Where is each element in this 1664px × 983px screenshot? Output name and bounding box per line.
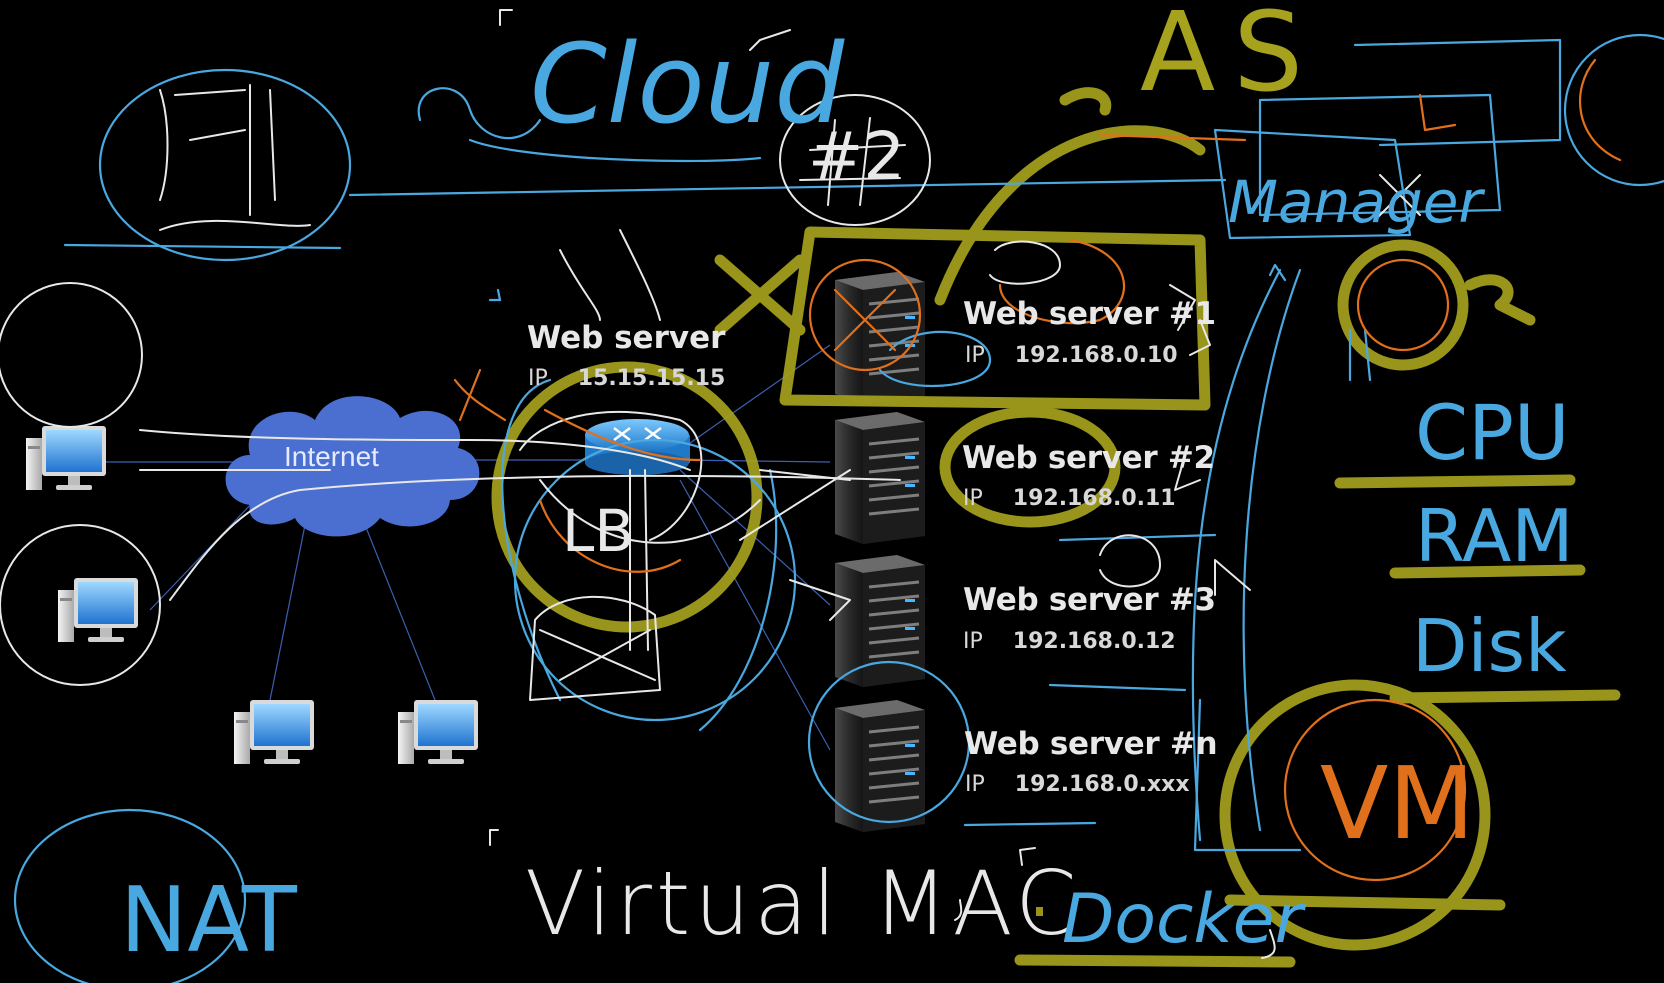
- lb-annotation: LB: [562, 497, 635, 565]
- client-pc-3: [234, 700, 314, 764]
- server-1-ip-key: IP: [965, 343, 985, 368]
- lb-server-title: Web server: [527, 320, 726, 356]
- orange-annotations: [453, 58, 1622, 882]
- server-n-ip-key: IP: [965, 772, 985, 797]
- server-2-ip-key: IP: [963, 486, 983, 511]
- server-3-ip-value: 192.168.0.12: [1012, 629, 1176, 654]
- internet-label: Internet: [284, 441, 379, 472]
- virtual-mac-annotation: Virtual MAC: [525, 852, 1081, 955]
- server-3-title: Web server #3: [963, 582, 1216, 618]
- cloud-annotation: Cloud: [530, 20, 845, 148]
- server-1-ip-value: 192.168.0.10: [1014, 343, 1178, 368]
- lb-ip-key: IP: [528, 366, 548, 391]
- hash2-annotation: #2: [808, 118, 906, 195]
- docker-annotation: Docker: [1062, 880, 1303, 959]
- server-2-ip-row: IP 192.168.0.11: [963, 486, 1176, 511]
- vm-annotation: VM: [1320, 745, 1475, 862]
- white-annotations: [0, 9, 1421, 959]
- client-pc-2: [58, 578, 138, 642]
- nat-annotation: NAT: [120, 868, 297, 973]
- server-2-ip-value: 192.168.0.11: [1012, 486, 1176, 511]
- manager-annotation: Manager: [1228, 168, 1483, 236]
- blue-annotations: [13, 33, 1664, 983]
- ram-annotation: RAM: [1415, 494, 1574, 578]
- network-links: [105, 344, 831, 751]
- server-1-ip-row: IP 192.168.0.10: [965, 343, 1178, 368]
- server-n-ip-row: IP 192.168.0.xxx: [965, 772, 1190, 797]
- server-n-ip-value: 192.168.0.xxx: [1014, 772, 1190, 797]
- client-pc-4: [398, 700, 478, 764]
- internet-cloud: [225, 396, 480, 537]
- disk-annotation: Disk: [1412, 604, 1567, 688]
- lb-ip-value: 15.15.15.15: [577, 366, 726, 391]
- server-1-title: Web server #1: [963, 296, 1216, 332]
- server-3-ip-key: IP: [963, 629, 983, 654]
- server-n-title: Web server #n: [964, 726, 1218, 762]
- lb-server-ip-row: IP 15.15.15.15: [528, 366, 725, 391]
- server-icon-3: [833, 553, 927, 689]
- as-annotation: AS: [1140, 0, 1322, 116]
- server-3-ip-row: IP 192.168.0.12: [963, 629, 1176, 654]
- server-2-title: Web server #2: [962, 440, 1215, 476]
- cpu-annotation: CPU: [1415, 388, 1570, 477]
- router-icon: [585, 419, 690, 475]
- client-pc-1: [26, 426, 106, 490]
